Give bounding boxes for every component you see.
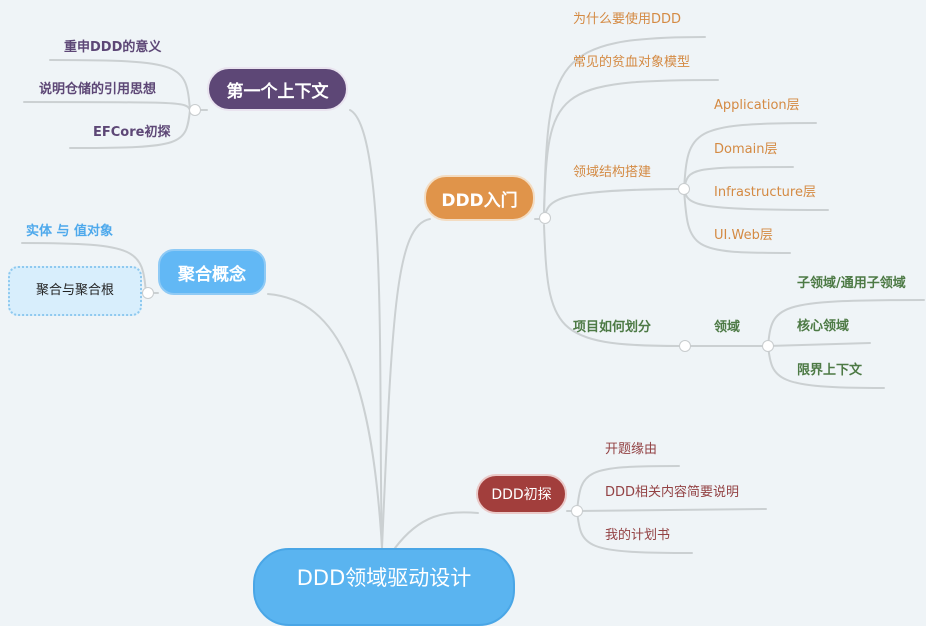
layer-ui-web[interactable]: UI.Web层: [714, 228, 773, 243]
mindmap-canvas: DDD领域驱动设计 第一个上下文 重申DDD的意义 说明仓储的引用思想 EFCo…: [8, 12, 925, 626]
layer-infrastructure[interactable]: Infrastructure层: [714, 185, 816, 200]
domain-node[interactable]: 领域: [714, 320, 741, 335]
branch-aggregate-label: 聚合概念: [178, 264, 246, 285]
layer-domain[interactable]: Domain层: [714, 142, 778, 157]
domain-item-1[interactable]: 子领域/通用子领域: [797, 276, 906, 291]
context-item-1[interactable]: 重申DDD的意义: [64, 40, 162, 55]
aggregate-collapse-toggle[interactable]: [142, 287, 154, 299]
branch-explore[interactable]: DDD初探: [476, 474, 567, 514]
structure-collapse-toggle[interactable]: [678, 183, 690, 195]
context-item-3[interactable]: EFCore初探: [93, 125, 171, 140]
context-collapse-toggle[interactable]: [189, 104, 201, 116]
intro-item-1[interactable]: 为什么要使用DDD: [573, 12, 682, 27]
explore-item-1[interactable]: 开题缘由: [605, 442, 658, 457]
aggregate-item-2[interactable]: 聚合与聚合根: [8, 266, 142, 316]
intro-item-4[interactable]: 项目如何划分: [573, 320, 652, 335]
domain-item-2[interactable]: 核心领域: [797, 319, 850, 334]
intro-item-3[interactable]: 领域结构搭建: [573, 165, 652, 180]
root-label: DDD领域驱动设计: [296, 566, 472, 590]
intro-item-2[interactable]: 常见的贫血对象模型: [573, 55, 691, 70]
layer-application[interactable]: Application层: [714, 98, 800, 113]
root-topic[interactable]: DDD领域驱动设计: [253, 548, 515, 626]
explore-item-3[interactable]: 我的计划书: [605, 528, 671, 543]
explore-collapse-toggle[interactable]: [571, 505, 583, 517]
connector-lines: [21, 36, 925, 554]
explore-item-2[interactable]: DDD相关内容简要说明: [605, 485, 740, 500]
branch-aggregate[interactable]: 聚合概念: [158, 249, 266, 295]
project-collapse-toggle[interactable]: [679, 340, 691, 352]
branch-intro-label: DDD入门: [441, 190, 518, 211]
domain-collapse-toggle[interactable]: [762, 340, 774, 352]
context-item-2[interactable]: 说明仓储的引用思想: [39, 82, 157, 97]
domain-item-3[interactable]: 限界上下文: [797, 363, 863, 378]
aggregate-item-1[interactable]: 实体 与 值对象: [26, 224, 114, 239]
branch-explore-label: DDD初探: [491, 487, 552, 503]
branch-intro[interactable]: DDD入门: [424, 175, 535, 221]
branch-context-label: 第一个上下文: [226, 81, 329, 102]
branch-context[interactable]: 第一个上下文: [207, 67, 348, 111]
aggregate-item-2-label: 聚合与聚合根: [35, 283, 114, 298]
intro-collapse-toggle[interactable]: [539, 212, 551, 224]
